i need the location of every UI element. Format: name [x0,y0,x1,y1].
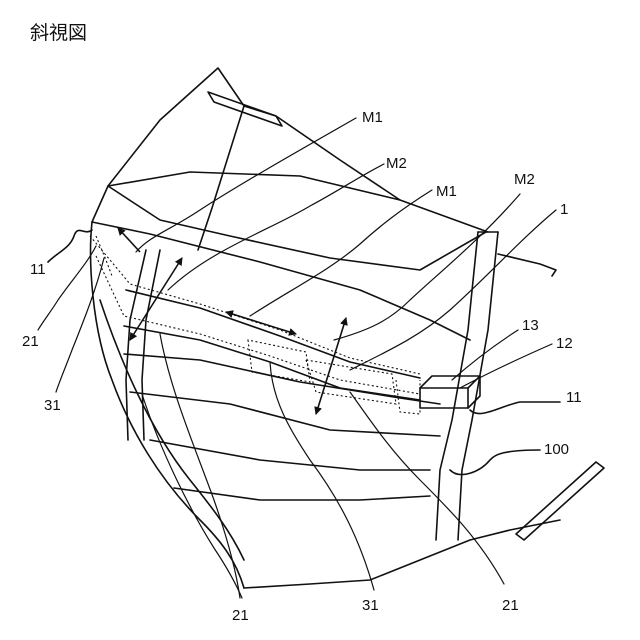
label-ref-1: 1 [560,201,568,218]
wiper-right [498,254,556,276]
bumper-inner-curve [100,300,244,560]
label-ref-13: 13 [522,317,539,334]
windshield-outline [92,68,244,222]
arrow-m2-right [316,318,346,414]
label-ref-11-right: 11 [566,389,582,406]
connector-box-front [420,388,468,408]
leader-1 [350,210,556,370]
rear-rod [516,462,604,540]
label-ref-100: 100 [544,441,569,458]
label-ref-21-bottom-right: 21 [502,597,519,614]
leader-m1-top [136,118,356,252]
bumper-left-side [91,222,244,588]
label-ref-21-left: 21 [22,333,39,350]
windshield-line [198,106,244,250]
strap-left-edge [436,232,478,540]
left-strap-edge-2 [142,250,160,440]
label-m1-mid: M1 [436,183,457,200]
arrow-m1-center [226,312,296,334]
label-ref-12: 12 [556,335,573,352]
strip-top-dotted [90,236,420,374]
reference-labels: M1 M2 M1 M2 1 11 21 31 13 12 11 100 21 3… [22,109,582,624]
hood-surface-line [108,186,486,270]
label-ref-31-left: 31 [44,397,61,414]
label-m2-right: M2 [514,171,535,188]
leader-m2-mid [168,164,384,290]
left-connector-curl [48,230,92,262]
label-ref-11-left: 11 [30,261,46,278]
leader-21-bottom-left-a [160,334,240,598]
bumper-bottom [244,520,560,588]
label-ref-21-bottom-left: 21 [232,607,249,624]
leader-21-bottom-right [350,392,504,584]
label-m2-mid: M2 [386,155,407,172]
right-connector-curl [470,402,560,414]
strip-segment-left [96,236,112,276]
label-m1-top: M1 [362,109,383,126]
label-ref-31-bottom: 31 [362,597,379,614]
connector-box [420,376,480,408]
leader-lines [38,118,556,598]
direction-arrows [118,228,346,414]
leader-21-left [38,246,96,330]
wiper-top [208,92,282,126]
strip-block-center [248,340,310,382]
strip-edge-bottom [124,326,420,400]
leader-13 [452,330,518,380]
leader-12 [460,344,552,388]
cowl-line [108,172,400,200]
leader-m1-mid [250,190,432,316]
